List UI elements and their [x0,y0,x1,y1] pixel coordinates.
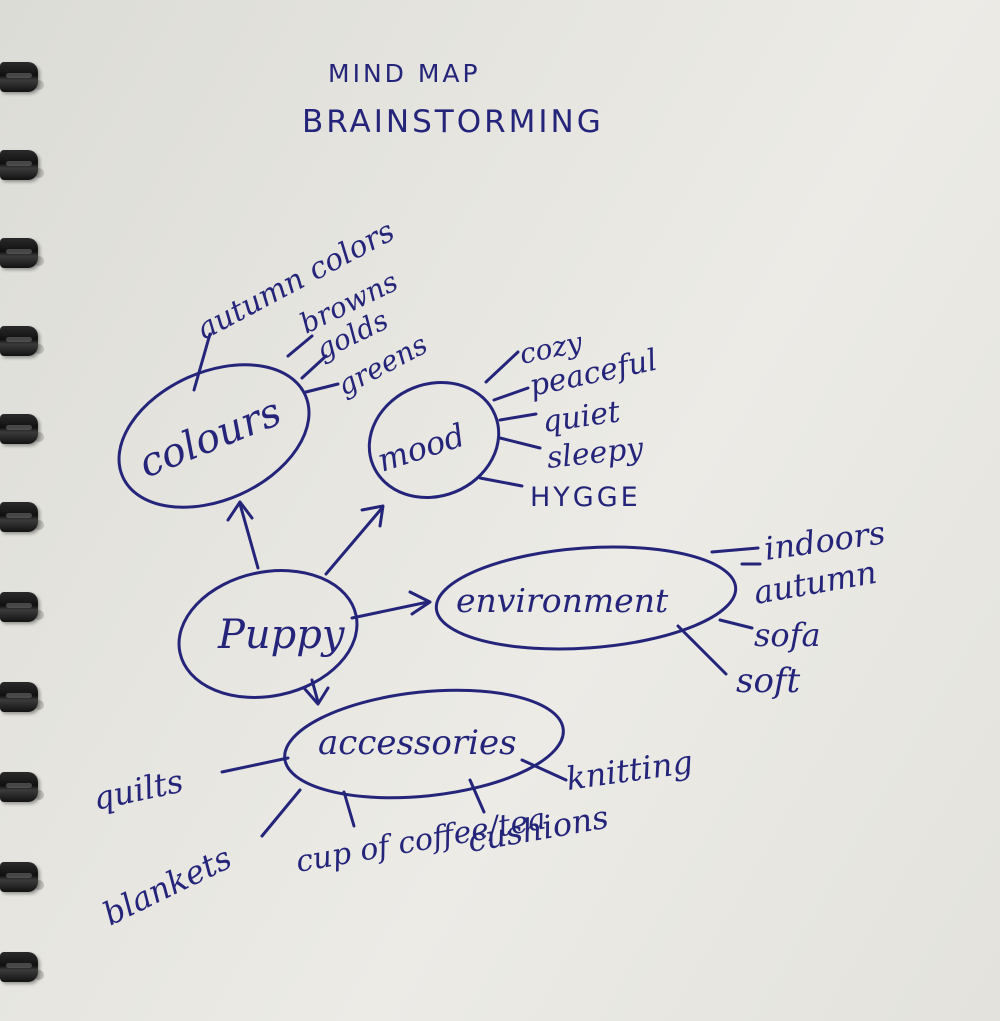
binding-hole [34,520,44,530]
node-accessories-label: accessories [318,723,517,763]
binding-ring [0,62,38,92]
arrow-to-accessories [310,678,320,704]
arrow-head-accessories [302,686,330,706]
node-environment-label: environment [456,581,669,620]
node-mood-ellipse [367,380,501,500]
connector-accessories-items [220,756,568,838]
binding-ring [0,592,38,622]
accessories-item-quilts: quilts [90,762,187,818]
environment-item-soft: soft [736,661,801,701]
arrow-to-colours [238,502,260,570]
connector-environment-items [676,546,762,676]
node-puppy-ellipse [177,569,359,699]
node-mood-label: mood [373,416,470,480]
title-line2: BRAINSTORMING [302,104,604,140]
mood-item-quiet: quiet [540,394,623,440]
node-puppy-label: Puppy [217,612,346,658]
environment-item-sofa: sofa [754,616,821,654]
binding-ring [0,682,38,712]
binding-hole [34,880,44,890]
node-colours: colours autumn colors browns golds green… [117,214,433,509]
binding-hole [34,80,44,90]
binding-hole [34,970,44,980]
binding-hole [34,256,44,266]
arrows [226,500,432,706]
binding-ring [0,150,38,180]
binding-ring [0,862,38,892]
node-environment-ellipse [434,545,738,651]
binding-ring [0,502,38,532]
accessories-item-knitting: knitting [564,743,695,798]
binding-hole [34,432,44,442]
arrow-head-environment [408,590,432,616]
binding-ring [0,952,38,982]
binding-ring [0,414,38,444]
mood-item-hygge: HYGGE [530,482,641,513]
accessories-item-blankets: blankets [97,839,238,934]
connector-colours-items [286,334,340,394]
binding-hole [34,344,44,354]
binding-ring [0,772,38,802]
binding-hole [34,700,44,710]
spiral-binding [0,0,44,1021]
binding-ring [0,238,38,268]
arrow-to-environment [350,600,430,620]
connector-autumn-colors [192,332,212,392]
binding-hole [34,790,44,800]
node-puppy: Puppy [177,569,359,699]
connector-mood-items [478,350,542,488]
arrow-to-mood [324,506,384,576]
node-colours-ellipse [117,363,311,509]
binding-hole [34,168,44,178]
binding-ring [0,326,38,356]
node-colours-label: colours [133,389,288,487]
arrow-head-mood [360,504,385,528]
arrow-head-colours [226,500,254,522]
node-environment: environment indoors autumn sofa soft [434,513,888,701]
binding-hole [34,610,44,620]
node-accessories: accessories quilts blankets cup of coffe… [90,688,695,934]
title-line1: MIND MAP [328,59,481,88]
